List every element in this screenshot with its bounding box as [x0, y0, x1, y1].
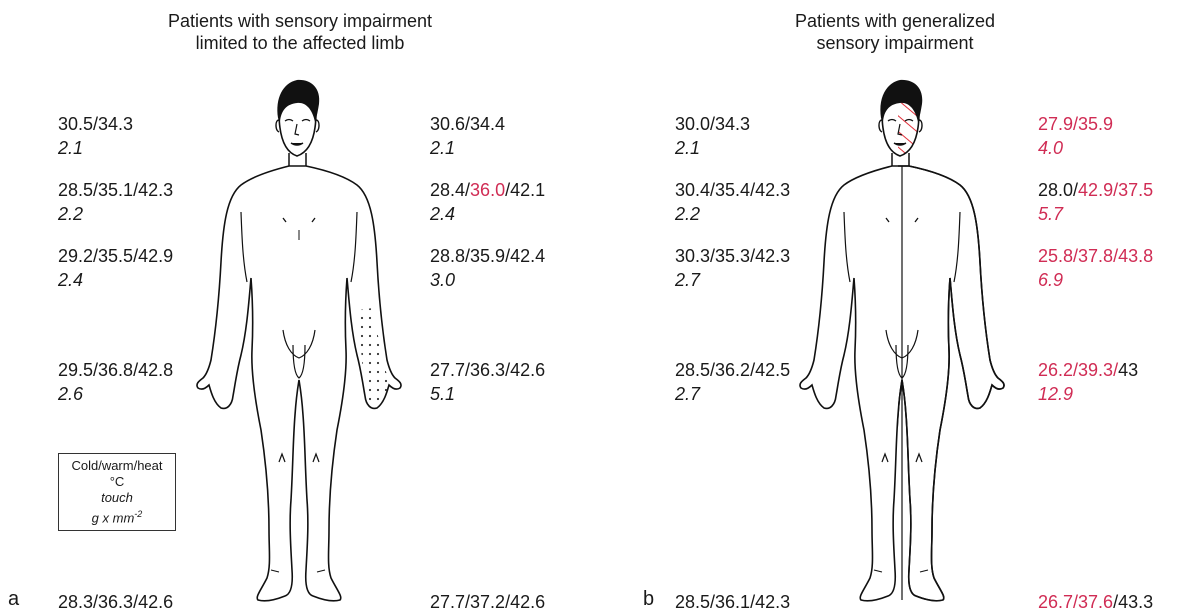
threshold-segment: 28.8/35.9/42.4 [430, 246, 545, 266]
touch-threshold: 2.7 [675, 268, 790, 292]
threshold-segment: 28.3/36.3/42.6 [58, 592, 173, 612]
threshold-segment: 29.5/36.8/42.8 [58, 360, 173, 380]
temperature-thresholds: 28.5/35.1/42.3 [58, 178, 173, 202]
touch-threshold: 2.7 [675, 382, 790, 406]
legend-line1: Cold/warm/heat [61, 458, 173, 474]
measure-foot-right: 26.7/37.6/43.3 [1038, 590, 1153, 614]
panel-b: Patients with generalized sensory impair… [595, 0, 1190, 615]
touch-threshold: 12.9 [1038, 382, 1138, 406]
threshold-segment: 27.7/37.2/42.6 [430, 592, 545, 612]
temperature-thresholds: 28.3/36.3/42.6 [58, 590, 173, 614]
touch-threshold: 5.7 [1038, 202, 1153, 226]
threshold-segment: 30.6/34.4 [430, 114, 505, 134]
temperature-thresholds: 27.7/36.3/42.6 [430, 358, 545, 382]
touch-threshold: 2.2 [675, 202, 790, 226]
touch-threshold: 2.4 [430, 202, 545, 226]
threshold-segment: 42.9/37.5 [1078, 180, 1153, 200]
touch-threshold: 2.6 [58, 382, 173, 406]
panel-a: Patients with sensory impairment limited… [0, 0, 595, 615]
threshold-segment: 36.0 [470, 180, 505, 200]
threshold-segment: 28.5/35.1/42.3 [58, 180, 173, 200]
threshold-segment: 28.4/ [430, 180, 470, 200]
threshold-segment: 30.5/34.3 [58, 114, 133, 134]
threshold-segment: 30.0/34.3 [675, 114, 750, 134]
threshold-segment: 26.2/39.3/ [1038, 360, 1118, 380]
temperature-thresholds: 29.2/35.5/42.9 [58, 244, 173, 268]
temperature-thresholds: 28.4/36.0/42.1 [430, 178, 545, 202]
threshold-segment: /42.1 [505, 180, 545, 200]
touch-threshold: 3.0 [430, 268, 545, 292]
threshold-segment: 25.8/37.8/43.8 [1038, 246, 1153, 266]
threshold-segment: 26.7/37.6 [1038, 592, 1113, 612]
touch-threshold: 2.1 [430, 136, 505, 160]
panel-a-letter: a [8, 588, 19, 611]
legend-line4: g x mm-2 [61, 506, 173, 526]
temperature-thresholds: 26.7/37.6/43.3 [1038, 590, 1153, 614]
touch-threshold: 2.1 [58, 136, 133, 160]
touch-threshold: 5.1 [430, 382, 545, 406]
touch-threshold: 6.9 [1038, 268, 1153, 292]
touch-threshold: 4.0 [1038, 136, 1113, 160]
threshold-segment: 43 [1118, 360, 1138, 380]
body-figure-a [175, 0, 435, 615]
threshold-segment: 29.2/35.5/42.9 [58, 246, 173, 266]
legend-box: Cold/warm/heat °C touch g x mm-2 [58, 453, 176, 531]
temperature-thresholds: 27.9/35.9 [1038, 112, 1113, 136]
temperature-thresholds: 27.7/37.2/42.6 [430, 590, 545, 614]
temperature-thresholds: 30.0/34.3 [675, 112, 750, 136]
threshold-segment: 27.9/35.9 [1038, 114, 1113, 134]
temperature-thresholds: 30.3/35.3/42.3 [675, 244, 790, 268]
body-figure-b [778, 0, 1038, 615]
panel-b-letter: b [643, 588, 654, 611]
temperature-thresholds: 26.2/39.3/43 [1038, 358, 1138, 382]
temperature-thresholds: 25.8/37.8/43.8 [1038, 244, 1153, 268]
legend-line3: touch [61, 490, 173, 506]
temperature-thresholds: 28.5/36.1/42.3 [675, 590, 790, 614]
threshold-segment: 28.5/36.2/42.5 [675, 360, 790, 380]
legend-line2: °C [61, 474, 173, 490]
threshold-segment: 27.7/36.3/42.6 [430, 360, 545, 380]
temperature-thresholds: 28.5/36.2/42.5 [675, 358, 790, 382]
threshold-segment: /43.3 [1113, 592, 1153, 612]
threshold-segment: 28.0/ [1038, 180, 1078, 200]
touch-threshold: 2.2 [58, 202, 173, 226]
threshold-segment: 30.3/35.3/42.3 [675, 246, 790, 266]
measure-foot-left: 28.5/36.1/42.3 [675, 590, 790, 614]
temperature-thresholds: 28.0/42.9/37.5 [1038, 178, 1153, 202]
threshold-segment: 30.4/35.4/42.3 [675, 180, 790, 200]
touch-threshold: 2.1 [675, 136, 750, 160]
temperature-thresholds: 30.6/34.4 [430, 112, 505, 136]
measure-foot-right: 27.7/37.2/42.6 [430, 590, 545, 614]
temperature-thresholds: 30.5/34.3 [58, 112, 133, 136]
temperature-thresholds: 30.4/35.4/42.3 [675, 178, 790, 202]
legend-unit: g x mm [92, 510, 135, 525]
measure-foot-left: 28.3/36.3/42.6 [58, 590, 173, 614]
temperature-thresholds: 29.5/36.8/42.8 [58, 358, 173, 382]
legend-unit-exponent: -2 [134, 509, 142, 519]
temperature-thresholds: 28.8/35.9/42.4 [430, 244, 545, 268]
threshold-segment: 28.5/36.1/42.3 [675, 592, 790, 612]
touch-threshold: 2.4 [58, 268, 173, 292]
